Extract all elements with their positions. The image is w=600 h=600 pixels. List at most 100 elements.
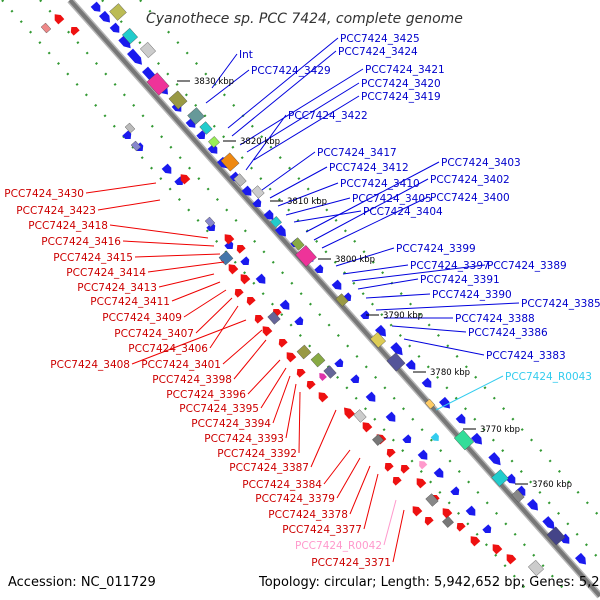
reverse-gene-label[interactable]: PCC7424_3395	[179, 403, 259, 415]
reverse-leader-line	[171, 281, 221, 302]
feature-layer	[40, 1, 586, 577]
reverse-gene-glyph	[362, 422, 373, 433]
forward-gene-glyph	[360, 310, 370, 319]
reverse-gene-label[interactable]: PCC7424_3413	[77, 282, 157, 294]
forward-leader-line	[351, 264, 486, 282]
reverse-leader-line	[134, 253, 221, 258]
forward-gene-label[interactable]: PCC7424_3410	[340, 178, 420, 190]
reverse-gene-label[interactable]: PCC7424_3393	[204, 433, 284, 445]
category-gene-glyph	[130, 140, 142, 152]
reverse-gene-label[interactable]: PCC7424_3387	[229, 462, 309, 474]
reverse-gene-glyph	[306, 381, 316, 390]
reverse-leader-line	[122, 240, 215, 247]
reverse-gene-glyph	[344, 407, 355, 420]
reverse-gene-label[interactable]: PCC7424_3379	[255, 493, 335, 505]
reverse-gene-label[interactable]: PCC7424_3414	[66, 267, 146, 279]
forward-gene-glyph	[527, 498, 538, 511]
forward-gene-label[interactable]: PCC7424_3404	[363, 206, 443, 218]
reverse-gene-label[interactable]: PCC7424_3409	[102, 312, 182, 324]
forward-gene-label[interactable]: PCC7424_3397	[410, 260, 490, 272]
reverse-gene-label[interactable]: PCC7424_3430	[4, 188, 84, 200]
reverse-gene-glyph	[424, 517, 434, 526]
forward-gene-label[interactable]: PCC7424_3424	[338, 46, 418, 58]
forward-gene-label[interactable]: PCC7424_3429	[251, 65, 331, 77]
forward-gene-glyph	[255, 273, 266, 284]
reverse-gene-glyph	[442, 508, 453, 519]
scale-tick-label: 3790 kbp	[383, 311, 423, 321]
reverse-gene-glyph	[318, 392, 329, 403]
forward-gene-glyph	[542, 516, 555, 530]
forward-gene-glyph	[450, 486, 460, 495]
forward-gene-label[interactable]: PCC7424_3386	[468, 327, 548, 339]
reverse-gene-label[interactable]: PCC7424_3394	[191, 418, 271, 430]
reverse-leader-line	[285, 383, 297, 439]
reverse-gene-label[interactable]: PCC7424_3423	[16, 205, 96, 217]
category-gene-glyph	[270, 216, 282, 228]
reverse-gene-label[interactable]: PCC7424_3371	[311, 557, 391, 569]
forward-gene-glyph	[331, 279, 342, 290]
category-gene-glyph	[139, 41, 157, 59]
reverse-gene-glyph	[416, 478, 427, 489]
reverse-gene-label[interactable]: PCC7424_3377	[282, 524, 362, 536]
forward-leader-line	[246, 82, 360, 153]
forward-gene-glyph	[279, 299, 290, 310]
reverse-gene-label[interactable]: PCC7424_3408	[50, 359, 130, 371]
reverse-gene-label[interactable]: PCC7424_R0042	[295, 540, 382, 552]
forward-gene-label[interactable]: PCC7424_3391	[420, 274, 500, 286]
reverse-gene-label[interactable]: PCC7424_3418	[28, 220, 108, 232]
category-gene-glyph	[199, 121, 213, 135]
reverse-gene-labels: PCC7424_3430PCC7424_3423PCC7424_3418PCC7…	[4, 188, 391, 569]
reverse-gene-label[interactable]: PCC7424_3406	[128, 343, 208, 355]
forward-gene-glyph	[161, 163, 172, 174]
forward-gene-label[interactable]: PCC7424_3383	[486, 350, 566, 362]
category-gene-glyph	[546, 526, 566, 546]
forward-gene-label[interactable]: PCC7424_3412	[329, 162, 409, 174]
reverse-leader-line	[323, 449, 351, 485]
reverse-gene-label[interactable]: PCC7424_3401	[141, 359, 221, 371]
forward-leader-line	[335, 247, 395, 267]
reverse-gene-label[interactable]: PCC7424_3407	[114, 328, 194, 340]
forward-gene-label[interactable]: PCC7424_R0043	[505, 371, 592, 383]
forward-gene-label[interactable]: PCC7424_3385	[521, 298, 600, 310]
forward-gene-label[interactable]: PCC7424_3389	[487, 260, 567, 272]
forward-gene-glyph	[240, 256, 250, 265]
reverse-gene-label[interactable]: PCC7424_3411	[90, 296, 170, 308]
forward-gene-label[interactable]: PCC7424_3402	[430, 174, 510, 186]
reverse-gene-label[interactable]: PCC7424_3396	[166, 389, 246, 401]
forward-gene-label[interactable]: PCC7424_3421	[365, 64, 445, 76]
forward-gene-label[interactable]: PCC7424_3400	[430, 192, 510, 204]
reverse-gene-label[interactable]: PCC7424_3416	[41, 236, 121, 248]
forward-gene-label[interactable]: PCC7424_3403	[441, 157, 521, 169]
forward-gene-label[interactable]: PCC7424_3417	[317, 147, 397, 159]
forward-leader-line	[285, 197, 351, 216]
forward-gene-label[interactable]: PCC7424_3419	[361, 91, 441, 103]
forward-gene-label[interactable]: PCC7424_3399	[396, 243, 476, 255]
category-gene-glyph	[491, 469, 509, 487]
forward-gene-label[interactable]: PCC7424_3425	[340, 33, 420, 45]
reverse-gene-glyph	[286, 352, 297, 363]
reverse-leader-line	[260, 367, 287, 409]
category-gene-glyph	[424, 398, 436, 410]
forward-leader-line	[293, 210, 362, 223]
forward-gene-label[interactable]: PCC7424_3390	[432, 289, 512, 301]
category-gene-glyph	[353, 409, 367, 423]
reverse-leader-line	[247, 359, 281, 395]
forward-gene-label[interactable]: PCC7424_3420	[361, 78, 441, 90]
category-gene-glyph	[168, 90, 188, 110]
reverse-gene-glyph	[234, 289, 244, 298]
reverse-gene-label[interactable]: PCC7424_3392	[217, 448, 297, 460]
forward-gene-label[interactable]: PCC7424_3405	[352, 193, 432, 205]
reverse-gene-label[interactable]: PCC7424_3384	[242, 479, 322, 491]
reverse-gene-label[interactable]: PCC7424_3415	[53, 252, 133, 264]
reverse-gene-label[interactable]: PCC7424_3378	[268, 509, 348, 521]
reverse-gene-label[interactable]: PCC7424_3398	[152, 374, 232, 386]
category-gene-glyph	[267, 311, 281, 325]
reverse-gene-glyph	[224, 234, 235, 245]
forward-gene-label[interactable]: Int	[239, 49, 253, 61]
forward-gene-label[interactable]: PCC7424_3422	[288, 110, 368, 122]
reverse-leader-line	[272, 375, 291, 424]
forward-leader-line	[245, 114, 287, 171]
forward-gene-label[interactable]: PCC7424_3388	[455, 313, 535, 325]
category-gene-glyph	[442, 516, 454, 528]
